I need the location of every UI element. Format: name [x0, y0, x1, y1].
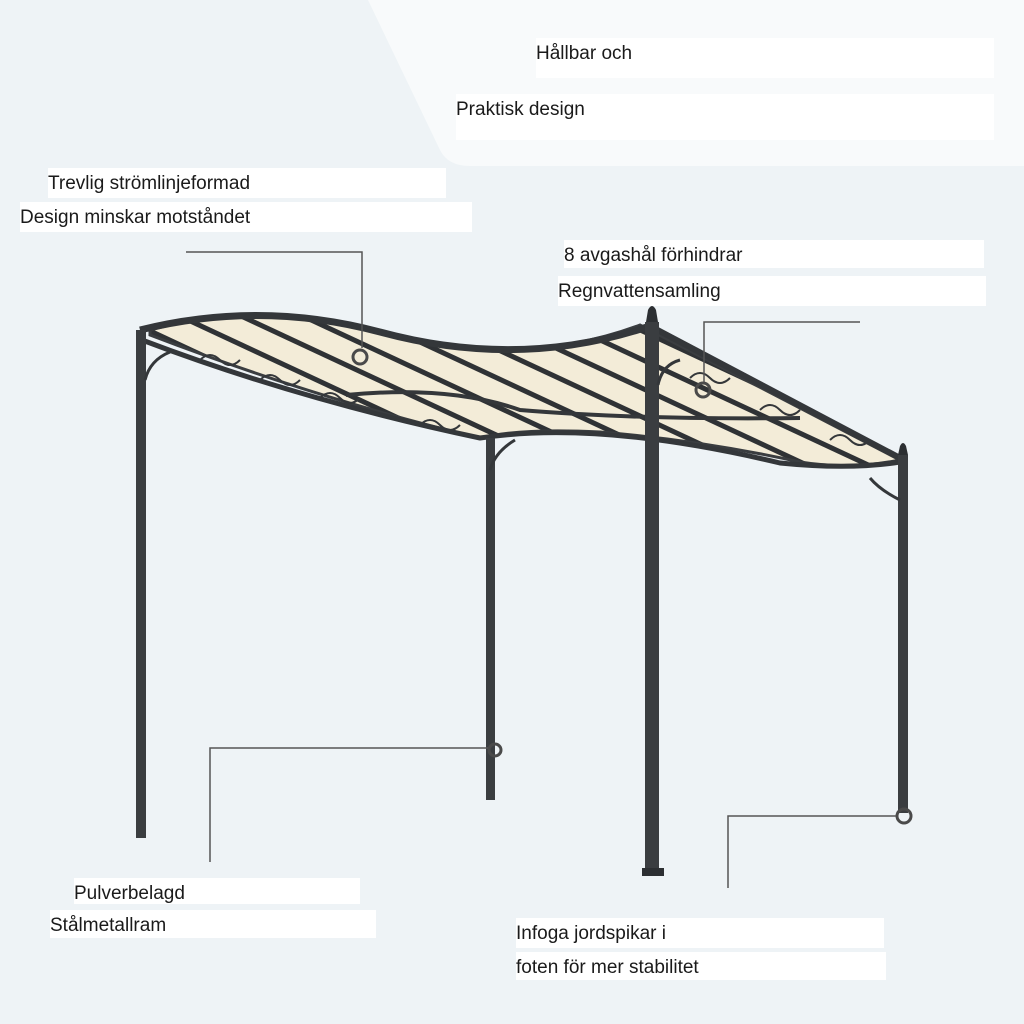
- callout-frame-line-2: Stålmetallram: [50, 910, 376, 938]
- drain-hole-2: [694, 381, 712, 399]
- callout-drain-line-2: Regnvattensamling: [558, 276, 986, 306]
- corner-braces: [143, 350, 901, 502]
- back-top-rail: [141, 337, 901, 469]
- leader-frame: [209, 747, 488, 862]
- leader-lines: [186, 251, 896, 888]
- finial-back: [898, 443, 908, 455]
- header-line-1: Hållbar och: [536, 38, 994, 78]
- leader-shape: [186, 251, 363, 348]
- front-right-leg: [645, 322, 659, 874]
- callout-stakes-line-1: Infoga jordspikar i: [516, 918, 884, 948]
- mid-rail: [345, 390, 801, 421]
- stake-hole-left: [487, 742, 503, 758]
- canopy: [148, 314, 905, 468]
- leader-drain: [703, 321, 860, 382]
- callout-shape-line-1: Trevlig strömlinjeformad: [48, 168, 446, 198]
- callout-stakes-line-2: foten för mer stabilitet: [516, 952, 886, 980]
- front-left-leg: [136, 330, 146, 838]
- foot-front-right: [642, 868, 664, 876]
- header-line-2: Praktisk design: [456, 94, 994, 140]
- back-right-leg: [898, 455, 908, 813]
- drain-hole-1: [351, 348, 369, 366]
- callout-drain-line-1: 8 avgashål förhindrar: [564, 240, 984, 268]
- decorative-scrolls: [199, 354, 871, 446]
- stake-hole-right: [895, 807, 913, 825]
- back-left-leg: [486, 438, 495, 800]
- side-top-rail: [648, 323, 902, 461]
- front-top-rail: [139, 312, 652, 354]
- callout-frame-line-1: Pulverbelagd: [74, 878, 360, 904]
- callout-shape-line-2: Design minskar motståndet: [20, 202, 472, 232]
- finial-front: [646, 306, 658, 322]
- leader-stakes: [727, 815, 896, 888]
